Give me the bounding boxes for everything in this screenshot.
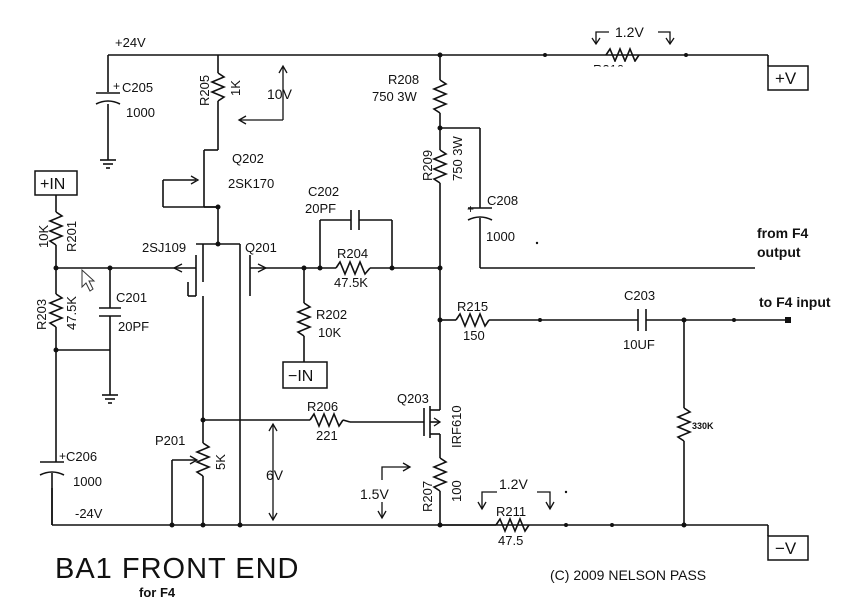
r215-value: 150 bbox=[463, 328, 485, 343]
q203-part: IRF610 bbox=[449, 405, 464, 448]
capacitor-c203 bbox=[637, 309, 791, 331]
to-f4-input-label: to F4 input bbox=[759, 294, 831, 310]
minus-in-label: −IN bbox=[288, 368, 313, 385]
capacitor-c208 bbox=[440, 127, 755, 269]
voltage-1-5v-label: 1.5V bbox=[360, 486, 389, 502]
c205-ref: C205 bbox=[122, 80, 153, 95]
c208-polarity: + bbox=[467, 202, 474, 216]
q202-part: 2SK170 bbox=[228, 176, 274, 191]
c201-value: 20PF bbox=[118, 319, 149, 334]
negative-rail bbox=[51, 488, 768, 526]
copyright-label: (C) 2009 NELSON PASS bbox=[550, 567, 706, 583]
voltage-arrow-1-2v-top bbox=[591, 31, 675, 46]
r203-ref: R203 bbox=[34, 299, 49, 330]
diagram-title: BA1 FRONT END bbox=[55, 553, 300, 585]
r202-value: 10K bbox=[318, 325, 341, 340]
from-f4-output-label: output bbox=[757, 244, 801, 260]
c205-value: 1000 bbox=[126, 105, 155, 120]
plus-v-terminal bbox=[767, 65, 809, 91]
plus-v-label: +V bbox=[775, 69, 797, 88]
c208-ref: C208 bbox=[487, 193, 518, 208]
r211-value: 47.5 bbox=[498, 533, 523, 548]
r209-value: 750 3W bbox=[450, 135, 465, 181]
minus-v-terminal bbox=[767, 535, 809, 561]
voltage-1-2v-top-label: 1.2V bbox=[615, 24, 644, 40]
minus-in-terminal bbox=[282, 361, 328, 389]
p201-ref: P201 bbox=[155, 433, 185, 448]
resistor-r208 bbox=[431, 52, 449, 131]
q203-ref: Q203 bbox=[397, 391, 429, 406]
r211-ref: R211 bbox=[496, 504, 526, 519]
q201-part: 2SJ109 bbox=[142, 240, 186, 255]
voltage-arrow-10v bbox=[237, 64, 288, 125]
c206-polarity: + bbox=[59, 449, 66, 463]
r205-value: 1K bbox=[228, 80, 243, 96]
voltage-arrow-6v bbox=[268, 422, 278, 522]
r203-value: 47.5K bbox=[64, 296, 79, 330]
c203-value: 10UF bbox=[623, 337, 655, 352]
r207-value: 100 bbox=[449, 480, 464, 502]
resistor-r204 bbox=[304, 259, 443, 277]
ground-symbol bbox=[100, 159, 116, 169]
transistor-q203 bbox=[350, 398, 442, 458]
resistor-r205 bbox=[209, 55, 227, 150]
voltage-arrow-1-5v bbox=[377, 462, 412, 520]
voltage-1-2v-bottom-label: 1.2V bbox=[499, 476, 528, 492]
capacitor-c202 bbox=[319, 210, 393, 268]
r204-ref: R204 bbox=[337, 246, 368, 261]
q201-ref: Q201 bbox=[245, 240, 277, 255]
transistor-q201 bbox=[172, 240, 307, 525]
resistor-r202 bbox=[295, 268, 313, 362]
r209-ref: R209 bbox=[420, 150, 435, 181]
capacitor-c206 bbox=[39, 461, 65, 525]
c203-ref: C203 bbox=[624, 288, 655, 303]
c202-ref: C202 bbox=[308, 184, 339, 199]
voltage-10v-label: 10V bbox=[267, 86, 293, 102]
c202-value: 20PF bbox=[305, 201, 336, 216]
transistor-q202 bbox=[162, 149, 221, 240]
capacitor-c201 bbox=[56, 268, 121, 404]
c201-ref: C201 bbox=[116, 290, 147, 305]
r204-value: 47.5K bbox=[334, 275, 368, 290]
capacitor-c205 bbox=[95, 92, 121, 105]
from-f4-label: from F4 bbox=[757, 225, 809, 241]
r207-ref: R207 bbox=[420, 481, 435, 512]
r202-ref: R202 bbox=[316, 307, 347, 322]
minus-v-label: −V bbox=[775, 539, 797, 558]
r208-value: 750 3W bbox=[372, 89, 418, 104]
positive-supply-label: +24V bbox=[115, 35, 146, 50]
c206-ref: C206 bbox=[66, 449, 97, 464]
r206-value: 221 bbox=[316, 428, 338, 443]
r330k-value: 330K bbox=[692, 421, 714, 431]
c208-value: 1000 bbox=[486, 229, 515, 244]
q202-ref: Q202 bbox=[232, 151, 264, 166]
r201-ref: R201 bbox=[64, 221, 79, 252]
r201-value: 10K bbox=[36, 225, 51, 248]
mouse-cursor-icon bbox=[81, 268, 96, 292]
p201-value: 5K bbox=[213, 454, 228, 470]
resistor-r211 bbox=[440, 516, 614, 534]
voltage-6v-label: 6V bbox=[266, 467, 284, 483]
potentiometer-p201 bbox=[169, 420, 243, 528]
resistor-r203 bbox=[47, 268, 65, 462]
diagram-subtitle: for F4 bbox=[139, 585, 176, 600]
resistor-r215 bbox=[440, 311, 638, 329]
resistor-r201 bbox=[47, 211, 65, 268]
plus-in-terminal bbox=[34, 170, 78, 196]
resistor-r209 bbox=[431, 128, 449, 398]
r208-ref: R208 bbox=[388, 72, 419, 87]
negative-supply-label: -24V bbox=[75, 506, 103, 521]
plus-in-label: +IN bbox=[40, 176, 65, 193]
resistor-330k bbox=[675, 320, 693, 528]
resistor-top bbox=[543, 46, 688, 64]
resistor-r206 bbox=[200, 411, 351, 429]
r215-ref: R215 bbox=[457, 299, 488, 314]
r206-ref: R206 bbox=[307, 399, 338, 414]
resistor-r207 bbox=[431, 457, 449, 528]
voltage-arrow-1-2v-bottom bbox=[477, 491, 555, 511]
c205-polarity: + bbox=[113, 79, 120, 93]
c206-value: 1000 bbox=[73, 474, 102, 489]
r205-ref: R205 bbox=[197, 75, 212, 106]
